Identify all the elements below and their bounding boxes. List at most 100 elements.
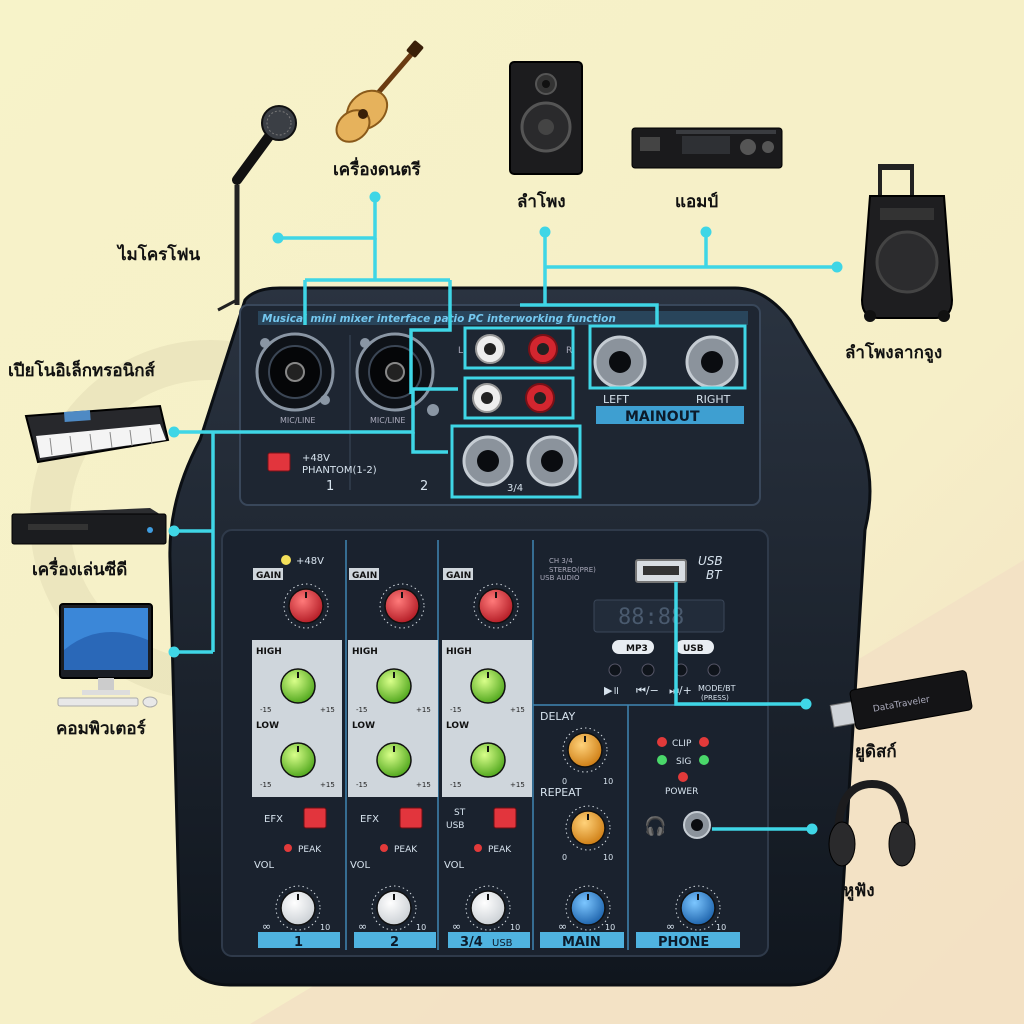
low-label-34: LOW (446, 721, 469, 731)
efx-button-2[interactable] (399, 807, 423, 829)
rca-row-2[interactable] (472, 383, 555, 413)
guitar-icon (335, 40, 424, 143)
main-vol-knob[interactable] (565, 885, 611, 931)
peak-led-34 (474, 844, 482, 852)
xlr-label-1: MIC/LINE (280, 416, 315, 425)
input-1-number: 1 (326, 479, 334, 494)
phone-jack[interactable] (683, 811, 711, 839)
jack-34-label: 3/4 (507, 483, 523, 494)
usb-audio-label: USB AUDIO (540, 574, 580, 582)
top-strip (258, 311, 748, 325)
peak-label-1: PEAK (298, 845, 322, 855)
efx-button-1[interactable] (303, 807, 327, 829)
phone-inf: ∞ (666, 920, 675, 933)
vol-inf-34: ∞ (452, 920, 461, 933)
headphone-icon: 🎧 (644, 815, 666, 837)
amplifier-icon (631, 127, 783, 169)
peak-led-1 (284, 844, 292, 852)
peak-label-2: PEAK (394, 845, 418, 855)
efx-label-2: EFX (360, 814, 379, 825)
high-max-2: +15 (416, 706, 431, 714)
st-usb-button[interactable] (493, 807, 517, 829)
low-min-34: -15 (450, 781, 461, 789)
vol-inf-2: ∞ (358, 920, 367, 933)
mode-bt-label: MODE/BT (698, 684, 736, 693)
phone-bar (636, 932, 740, 948)
keyboard-icon (24, 404, 170, 464)
trolley-speaker-label: ลำโพงลากจูง (845, 342, 942, 364)
connection-lines (174, 197, 837, 831)
power-label: POWER (665, 787, 698, 797)
xlr-input-1[interactable] (255, 332, 335, 412)
phantom-sub-label: PHANTOM(1-2) (302, 465, 377, 476)
sig-led-left (657, 755, 667, 765)
low-max-34: +15 (510, 781, 525, 789)
usb-badge-text: USB (683, 644, 704, 654)
phone-vol-knob[interactable] (675, 885, 721, 931)
next-icon[interactable]: ⏭/+ (669, 684, 692, 697)
phantom-button[interactable] (267, 452, 291, 472)
vol-knob-2[interactable] (371, 885, 417, 931)
gain-label-bg-2 (349, 568, 379, 580)
channel-number-34: 3/4 (460, 935, 483, 950)
delay-ten: 10 (603, 777, 613, 786)
play-pause-icon[interactable]: ▶॥ (604, 684, 619, 697)
mp3-badge (612, 640, 654, 654)
rca-row-1[interactable] (475, 334, 558, 364)
vol-knob-1[interactable] (275, 885, 321, 931)
usb-drive-icon: DataTraveler (829, 670, 973, 730)
gain-knob-34[interactable] (473, 583, 519, 629)
vol-ten-34: 10 (510, 923, 520, 932)
efx-label-1: EFX (264, 814, 283, 825)
vol-knob-34[interactable] (465, 885, 511, 931)
repeat-zero: 0 (562, 853, 567, 862)
mainout-label: MAINOUT (625, 409, 700, 425)
low-knob-34[interactable] (465, 737, 511, 783)
high-min-34: -15 (450, 706, 461, 714)
vol-label-2: VOL (350, 860, 371, 871)
mainout-bar (596, 406, 744, 424)
usb-badge (676, 640, 714, 654)
vol-ten-2: 10 (416, 923, 426, 932)
previous-icon[interactable]: ⏮/− (636, 684, 659, 697)
high-min-1: -15 (260, 706, 271, 714)
high-knob-34[interactable] (465, 663, 511, 709)
clip-label: CLIP (672, 739, 692, 749)
mode-press-label: (PRESS) (701, 694, 729, 702)
low-knob-1[interactable] (275, 737, 321, 783)
phantom-led (281, 555, 291, 565)
phone-ten: 10 (716, 923, 726, 932)
out-left-label: LEFT (603, 393, 629, 406)
repeat-knob[interactable] (565, 805, 611, 851)
gain-label-bg-34 (443, 568, 473, 580)
high-knob-1[interactable] (275, 663, 321, 709)
low-knob-2[interactable] (371, 737, 417, 783)
sig-led-right (699, 755, 709, 765)
high-knob-2[interactable] (371, 663, 417, 709)
low-label-2: LOW (352, 721, 375, 731)
player-buttons[interactable] (608, 663, 721, 677)
channel-number-1: 1 (294, 935, 303, 950)
rca-r-label: R (566, 346, 572, 356)
cd-player-icon (11, 508, 167, 545)
repeat-ten: 10 (603, 853, 613, 862)
gain-knob-2[interactable] (379, 583, 425, 629)
gain-knob-1[interactable] (283, 583, 329, 629)
clip-led-left (657, 737, 667, 747)
delay-knob[interactable] (562, 727, 608, 773)
speaker-label: ลำโพง (517, 191, 566, 212)
high-min-2: -15 (356, 706, 367, 714)
vol-ten-1: 10 (320, 923, 330, 932)
phantom-label: +48V (302, 453, 330, 464)
mainout-jacks[interactable] (593, 335, 739, 389)
delay-label: DELAY (540, 710, 575, 723)
rca-l-label: L (458, 346, 463, 356)
jack-34-inputs[interactable] (462, 435, 578, 487)
gain-label-1: GAIN (256, 571, 281, 581)
vol-inf-1: ∞ (262, 920, 271, 933)
gain-label-2: GAIN (352, 571, 377, 581)
cd-player-label: เครื่องเล่นซีดี (32, 557, 127, 580)
bt-top-label: BT (706, 568, 723, 582)
usb-top-label: USB (698, 554, 723, 568)
